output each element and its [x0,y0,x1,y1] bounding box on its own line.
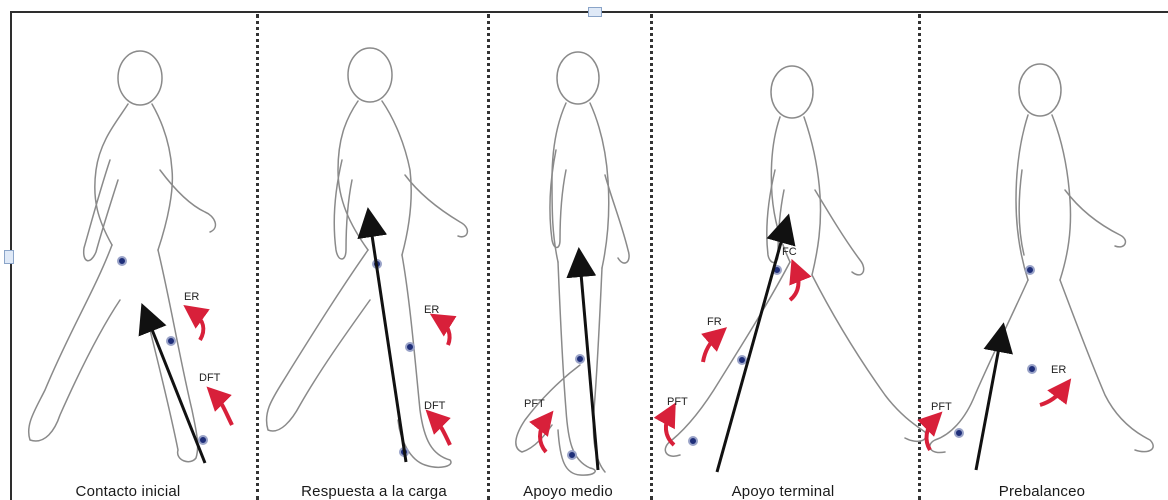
rotation-arrow-fc [790,270,798,300]
rotation-arrow-er [1040,388,1064,405]
force-vector-arrow [370,222,406,462]
joint-dot-ankle [199,436,207,444]
caption-prebalanceo: Prebalanceo [999,483,1085,500]
label-fc: FC [782,246,797,258]
caption-contacto-inicial: Contacto inicial [76,483,181,500]
joint-dot-knee [576,355,584,363]
label-dft: DFT [424,400,446,412]
rotation-arrow-dft [434,418,450,445]
joint-dot-ankle [568,451,576,459]
joint-dot-ankle [955,429,963,437]
rotation-arrow-er [440,320,450,345]
caption-respuesta-a-la-carga: Respuesta a la carga [301,483,447,500]
joint-dot-ankle [689,437,697,445]
joint-dot-hip [1026,266,1034,274]
joint-dot-hip [118,257,126,265]
label-pft: PFT [931,401,952,413]
joint-dot-knee [1028,365,1036,373]
joint-dot-knee [406,343,414,351]
rotation-arrow-dft [215,395,232,425]
force-vector-arrow [717,228,785,472]
label-er: ER [424,304,439,316]
label-pft: PFT [524,398,545,410]
label-fr: FR [707,316,722,328]
caption-apoyo-medio: Apoyo medio [523,483,613,500]
label-er: ER [184,291,199,303]
joint-dot-knee [167,337,175,345]
label-pft: PFT [667,396,688,408]
joint-dot-knee [738,356,746,364]
force-vector-arrow [976,337,1001,470]
caption-apoyo-terminal: Apoyo terminal [732,483,835,500]
figure-apoyo-terminal [665,66,926,456]
rotation-arrow-fr [703,335,718,362]
rotation-arrow-er [193,312,203,340]
figure-prebalanceo [930,64,1153,453]
label-er: ER [1051,364,1066,376]
figure-apoyo-medio [516,52,629,475]
label-dft: DFT [199,372,221,384]
force-vector-arrow [580,262,598,470]
